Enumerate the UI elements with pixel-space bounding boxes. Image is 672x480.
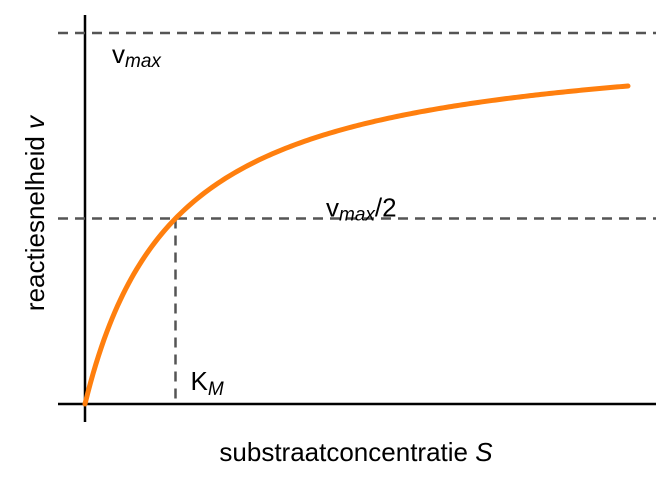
- y-axis-title-text: reactiesnelheid: [20, 136, 50, 311]
- y-axis-title-space: [20, 129, 50, 136]
- half-vmax-label-suffix: /2: [375, 193, 397, 223]
- x-axis-title-space: [468, 437, 475, 467]
- reaction-rate-curve: [82, 83, 631, 407]
- vmax-label-sub: max: [125, 51, 162, 72]
- half-vmax-label-sub: max: [339, 205, 376, 226]
- x-axis-title-var: S: [475, 437, 493, 467]
- km-label-sub: M: [208, 379, 224, 400]
- km-label-base: K: [191, 366, 209, 396]
- x-axis-title-text: substraatconcentratie: [219, 437, 468, 467]
- km-label: KM: [191, 366, 224, 400]
- vmax-label: vmax: [112, 39, 162, 72]
- x-axis-title: substraatconcentratie S: [219, 437, 493, 467]
- half-vmax-label-base: v: [326, 193, 339, 223]
- half-vmax-label: vmax/2: [326, 193, 397, 226]
- y-axis-title: reactiesnelheid v: [20, 114, 50, 311]
- vmax-label-base: v: [112, 39, 125, 69]
- y-axis-title-var: v: [20, 114, 50, 129]
